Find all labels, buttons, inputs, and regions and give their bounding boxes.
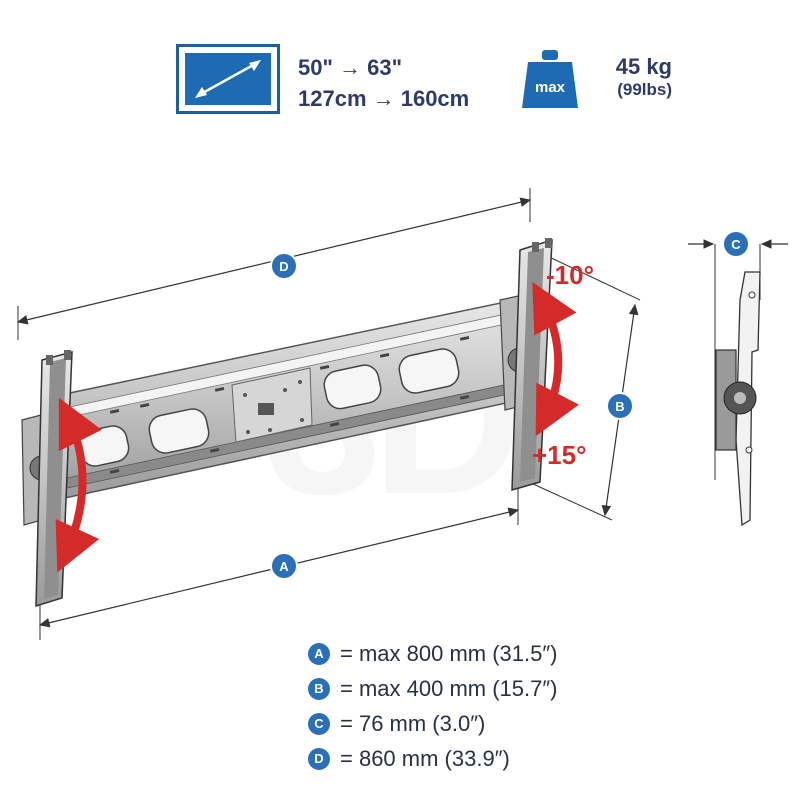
badge-b: B: [606, 392, 634, 420]
weight-max-icon: max: [522, 50, 578, 108]
weight-text: 45 kg (99lbs): [600, 54, 672, 100]
legend-text-b: = max 400 mm (15.7″): [340, 675, 558, 701]
wall-plate: [59, 299, 521, 499]
legend-text-d: = 860 mm (33.9″): [340, 745, 510, 771]
tilt-up-label: -10°: [546, 260, 594, 290]
screen-size-icon: [176, 44, 280, 114]
weight-icon-label: max: [535, 79, 566, 96]
legend-row-d: D = 860 mm (33.9″): [308, 741, 557, 776]
legend-text-c: = 76 mm (3.0″): [340, 710, 486, 736]
badge-c: C: [722, 230, 750, 258]
legend-badge-d: D: [308, 747, 330, 770]
right-tilt-arrow: [532, 281, 579, 437]
legend-badge-b: B: [308, 677, 330, 700]
legend-row-a: A = max 800 mm (31.5″): [308, 636, 557, 671]
weight-lbs: (99lbs): [617, 80, 672, 99]
legend-badge-a: A: [308, 642, 330, 665]
dimension-legend: A = max 800 mm (31.5″) B = max 400 mm (1…: [308, 636, 557, 776]
legend-badge-c: C: [308, 712, 330, 735]
legend-row-c: C = 76 mm (3.0″): [308, 706, 557, 741]
screen-size-text: 50" → 63" 127cm → 160cm: [298, 52, 469, 114]
side-view: [688, 239, 788, 527]
diagonal-arrow-icon: [195, 60, 261, 98]
badge-d: D: [270, 252, 298, 280]
legend-row-b: B = max 400 mm (15.7″): [308, 671, 557, 706]
left-arm: [21, 350, 73, 608]
tilt-down-label: +15°: [532, 440, 587, 470]
legend-text-a: = max 800 mm (31.5″): [340, 640, 558, 666]
screen-size-inches: 50" → 63": [298, 55, 403, 80]
badge-a: A: [270, 552, 298, 580]
weight-kg: 45 kg: [615, 54, 672, 79]
screen-size-cm: 127cm → 160cm: [298, 86, 470, 111]
left-tilt-arrow: [55, 397, 102, 573]
